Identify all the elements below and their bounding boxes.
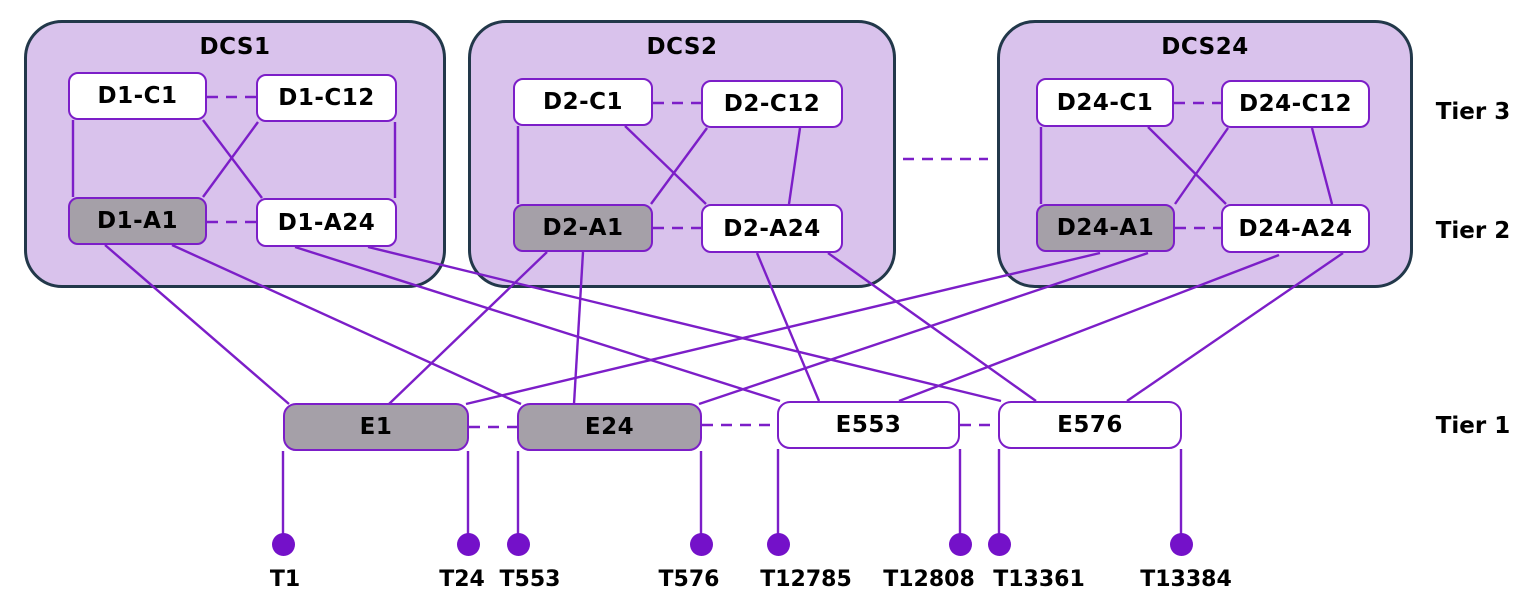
edge-switch-e576: E576 bbox=[998, 401, 1182, 449]
terminal-label-t24: T24 bbox=[439, 567, 485, 592]
dcs-group-title: DCS2 bbox=[646, 34, 718, 60]
terminal-dot-t12785 bbox=[766, 532, 790, 556]
edge-switch-e1: E1 bbox=[283, 403, 469, 451]
terminal-dot-t1 bbox=[271, 532, 295, 556]
dcs-group-title: DCS24 bbox=[1161, 34, 1249, 60]
tier-label-1: Tier 1 bbox=[1435, 413, 1511, 439]
switch-node-d1-c12: D1-C12 bbox=[256, 74, 397, 122]
switch-node-d1-a24: D1-A24 bbox=[256, 198, 397, 247]
tier-label-2: Tier 2 bbox=[1435, 218, 1511, 244]
switch-node-d2-c1: D2-C1 bbox=[513, 78, 653, 126]
edge-switch-e24: E24 bbox=[517, 403, 702, 451]
terminal-label-t553: T553 bbox=[499, 567, 561, 592]
switch-node-d2-a1: D2-A1 bbox=[513, 204, 653, 252]
switch-node-d24-c12: D24-C12 bbox=[1221, 80, 1370, 128]
switch-node-d1-c1: D1-C1 bbox=[68, 72, 207, 120]
terminal-dot-t553 bbox=[506, 532, 530, 556]
switch-node-d24-c1: D24-C1 bbox=[1036, 78, 1174, 127]
terminal-label-t12785: T12785 bbox=[760, 567, 852, 592]
switch-node-d24-a1: D24-A1 bbox=[1036, 204, 1175, 252]
terminal-label-t13384: T13384 bbox=[1140, 567, 1232, 592]
tier-label-3: Tier 3 bbox=[1435, 99, 1511, 125]
terminal-dot-t12808 bbox=[948, 532, 972, 556]
dcs-group-title: DCS1 bbox=[199, 34, 271, 60]
terminal-dot-t24 bbox=[456, 532, 480, 556]
terminal-label-t576: T576 bbox=[658, 567, 720, 592]
terminal-label-t1: T1 bbox=[269, 567, 301, 592]
terminal-dot-t576 bbox=[689, 532, 713, 556]
switch-node-d24-a24: D24-A24 bbox=[1221, 204, 1370, 253]
terminal-dot-t13361 bbox=[987, 532, 1011, 556]
edge-switch-e553: E553 bbox=[777, 401, 960, 449]
switch-node-d2-c12: D2-C12 bbox=[701, 80, 843, 128]
switch-node-d2-a24: D2-A24 bbox=[701, 204, 843, 253]
terminal-label-t12808: T12808 bbox=[883, 567, 975, 592]
terminal-label-t13361: T13361 bbox=[993, 567, 1085, 592]
dcs-group-dcs1: DCS1 bbox=[24, 20, 446, 288]
terminal-dot-t13384 bbox=[1169, 532, 1193, 556]
switch-node-d1-a1: D1-A1 bbox=[68, 197, 207, 245]
